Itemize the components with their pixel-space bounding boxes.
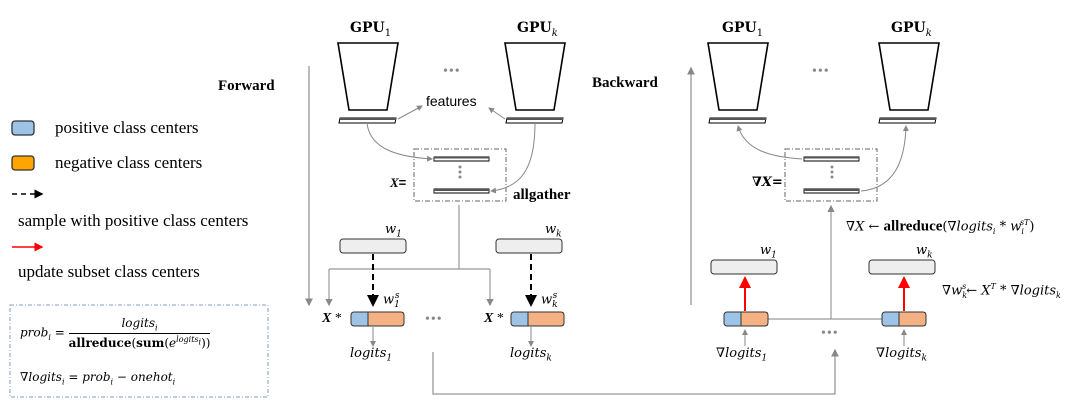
backward-w1-label: w1 <box>760 243 777 261</box>
grad-x-allreduce-formula: ∇X ← allreduce(∇logitsi * wisT) <box>846 218 1035 236</box>
forward-w1s-block <box>350 311 405 327</box>
forward-wks-label: wks <box>541 291 558 310</box>
prob-fraction: logitsi allreduce(sum(elogitsi)) <box>68 316 211 351</box>
backward-wks-block <box>881 311 927 327</box>
allgather-label: allgather <box>513 187 571 203</box>
backward-title: Backward <box>592 75 658 91</box>
legend-negative-label: negative class centers <box>55 153 203 172</box>
backward-w1s-block <box>723 311 769 327</box>
forward-wks-block <box>510 311 565 327</box>
forward-gpu1-model-icon <box>337 42 399 111</box>
forward-w1-label: w1 <box>385 222 402 240</box>
backward-gpuk-label: GPUk <box>891 20 932 39</box>
logitsk-label: logitsk <box>510 346 552 364</box>
prob-formula: probi = logitsi allreduce(sum(elogitsi)) <box>20 316 211 351</box>
forward-gpuk-label: GPUk <box>517 20 558 39</box>
formula-box <box>9 304 269 398</box>
forward-allgather-box <box>413 148 507 202</box>
logits1-label: logits1 <box>350 346 393 364</box>
forward-gpu1-label: GPU1 <box>350 20 392 39</box>
backward-wk-label: wk <box>916 243 933 261</box>
legend-positive-label: positive class centers <box>55 118 199 137</box>
forward-gpu-ellipsis: ••• <box>443 64 461 79</box>
forward-wk-box <box>495 238 563 254</box>
backward-gpu1-model-icon <box>707 42 769 111</box>
backward-w1-box <box>710 259 778 275</box>
backward-wk-box <box>868 259 936 275</box>
features-label: features <box>426 93 477 109</box>
legend-positive-icon <box>11 120 35 136</box>
backward-block-ellipsis: ••• <box>821 326 839 341</box>
grad-x-matrix-label: ∇X= <box>752 175 783 190</box>
legend-negative-icon <box>11 155 35 171</box>
backward-gpu1-label: GPU1 <box>722 20 764 39</box>
forward-w1s-label: w1s <box>383 291 400 310</box>
forward-gpuk-model-icon <box>504 42 566 111</box>
grad-w-formula: ∇wks← XT * ∇logitsk <box>942 282 1061 300</box>
legend-sample-label: sample with positive class centers <box>18 211 249 230</box>
forward-title: Forward <box>218 78 275 94</box>
forward-wk-label: wk <box>545 222 562 240</box>
forward-w1-box <box>339 238 407 254</box>
forward-block-ellipsis: ••• <box>425 312 443 327</box>
forward-x-mul-k: X * <box>484 311 504 326</box>
x-matrix-label: X= <box>390 175 407 190</box>
grad-logitsk-label: ∇logitsk <box>876 346 927 364</box>
forward-x-mul-1: X * <box>322 311 342 326</box>
grad-logits-formula: ∇logitsi = probi − onehoti <box>20 370 176 387</box>
backward-grad-x-box <box>784 148 878 202</box>
forward-to-backward-connector <box>432 348 839 395</box>
backward-gpuk-model-icon <box>878 42 940 111</box>
legend-update-label: update subset class centers <box>18 262 200 281</box>
backward-gpu-ellipsis: ••• <box>812 64 830 79</box>
grad-logits1-label: ∇logits1 <box>716 346 768 364</box>
